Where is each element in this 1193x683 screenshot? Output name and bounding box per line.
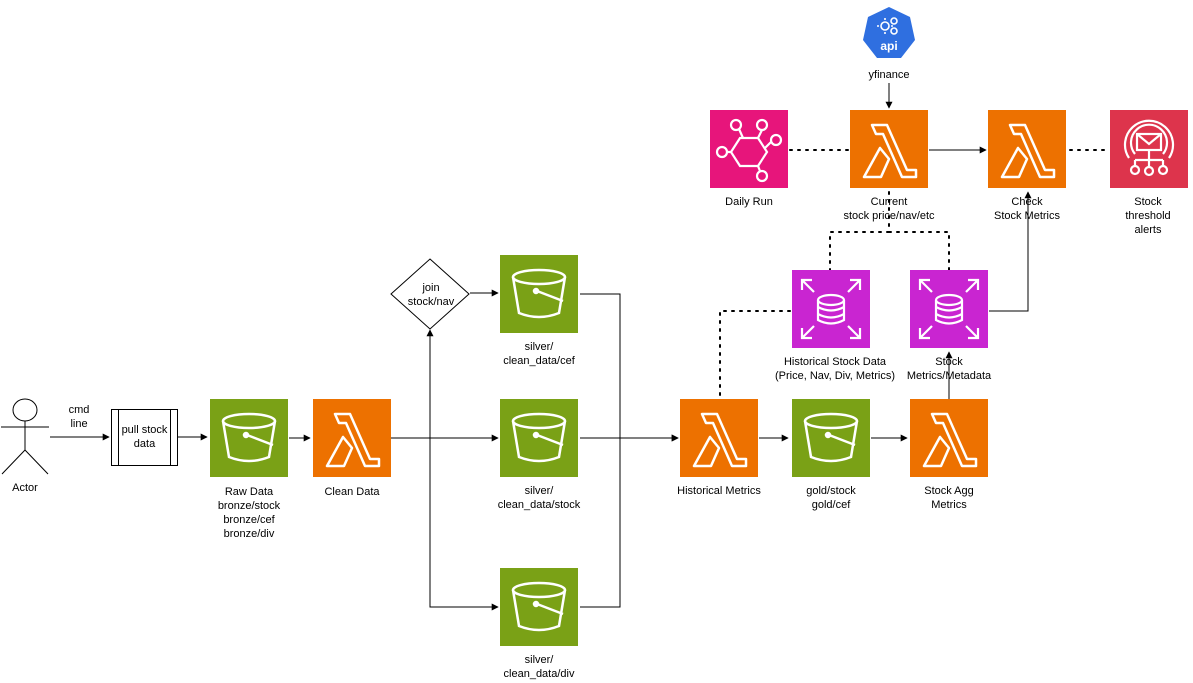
silver-cef-label: silver/ clean_data/cef	[503, 341, 575, 367]
silver-stock-label: silver/ clean_data/stock	[497, 485, 581, 511]
edge-stock-meta-to-check	[989, 191, 1032, 312]
pull-stock-data-process[interactable]: pull stock data	[111, 409, 178, 466]
daily-run-label: Daily Run	[725, 196, 773, 208]
database-icon	[918, 278, 980, 340]
api-gear-icon[interactable]: api	[860, 5, 918, 63]
edge-silver-div-to-hist	[580, 438, 621, 608]
raw-data-label: Raw Data bronze/stock bronze/cef bronze/…	[217, 486, 281, 540]
stock-metrics-metadata-database-icon[interactable]	[910, 270, 988, 348]
silver-cef-s3-bucket-icon[interactable]	[500, 255, 578, 333]
check-stock-metrics-label: Check Stock Metrics	[993, 196, 1061, 222]
clean-data-lambda-icon[interactable]	[313, 399, 391, 477]
actor-stick-figure-icon	[1, 398, 49, 475]
edge-junction-to-silver-div	[429, 438, 499, 611]
historical-stock-data-database-icon[interactable]	[792, 270, 870, 348]
s3-bucket-icon	[221, 412, 277, 463]
stock-agg-metrics-label: Stock Agg Metrics	[924, 485, 974, 511]
sns-alert-icon	[1123, 119, 1175, 177]
historical-metrics-label: Historical Metrics	[677, 485, 761, 497]
silver-div-s3-bucket-icon[interactable]	[500, 568, 578, 646]
cmd-line-label: cmd line	[68, 404, 90, 430]
raw-data-s3-bucket-icon[interactable]	[210, 399, 288, 477]
gold-s3-bucket-icon[interactable]	[792, 399, 870, 477]
lambda-icon	[692, 412, 748, 468]
stock-metrics-metadata-label: Stock Metrics/Metadata	[906, 356, 992, 382]
lambda-icon	[922, 412, 978, 468]
historical-metrics-lambda-icon[interactable]	[680, 399, 758, 477]
stock-threshold-alerts-sns-icon[interactable]	[1110, 110, 1188, 188]
eventbridge-icon	[715, 118, 783, 183]
join-label: join stock/nav	[407, 282, 455, 308]
gold-label: gold/stock gold/cef	[806, 485, 856, 511]
stock-threshold-alerts-label: Stock threshold alerts	[1125, 196, 1171, 236]
lambda-icon	[325, 412, 381, 468]
current-stock-price-lambda-icon[interactable]	[850, 110, 928, 188]
api-badge-text: api	[880, 39, 897, 53]
silver-div-label: silver/ clean_data/div	[503, 654, 575, 680]
actor-label: Actor	[12, 482, 38, 494]
clean-data-label: Clean Data	[324, 486, 380, 498]
stock-agg-metrics-lambda-icon[interactable]	[910, 399, 988, 477]
daily-run-eventbridge-icon[interactable]	[710, 110, 788, 188]
s3-bucket-icon	[803, 412, 859, 463]
pull-stock-data-label: pull stock data	[121, 424, 168, 450]
check-stock-metrics-lambda-icon[interactable]	[988, 110, 1066, 188]
silver-stock-s3-bucket-icon[interactable]	[500, 399, 578, 477]
join-decision-diamond[interactable]	[390, 258, 470, 330]
current-stock-price-label: Current stock price/nav/etc	[843, 196, 935, 222]
s3-bucket-icon	[511, 581, 567, 632]
historical-stock-data-label: Historical Stock Data (Price, Nav, Div, …	[775, 356, 895, 382]
s3-bucket-icon	[511, 412, 567, 463]
dotted-hist-data-to-hist-metrics	[719, 310, 791, 399]
database-icon	[800, 278, 862, 340]
lambda-icon	[862, 123, 918, 179]
s3-bucket-icon	[511, 268, 567, 319]
lambda-icon	[1000, 123, 1056, 179]
yfinance-label: yfinance	[868, 69, 910, 81]
edge-silver-cef-to-hist	[580, 293, 679, 442]
